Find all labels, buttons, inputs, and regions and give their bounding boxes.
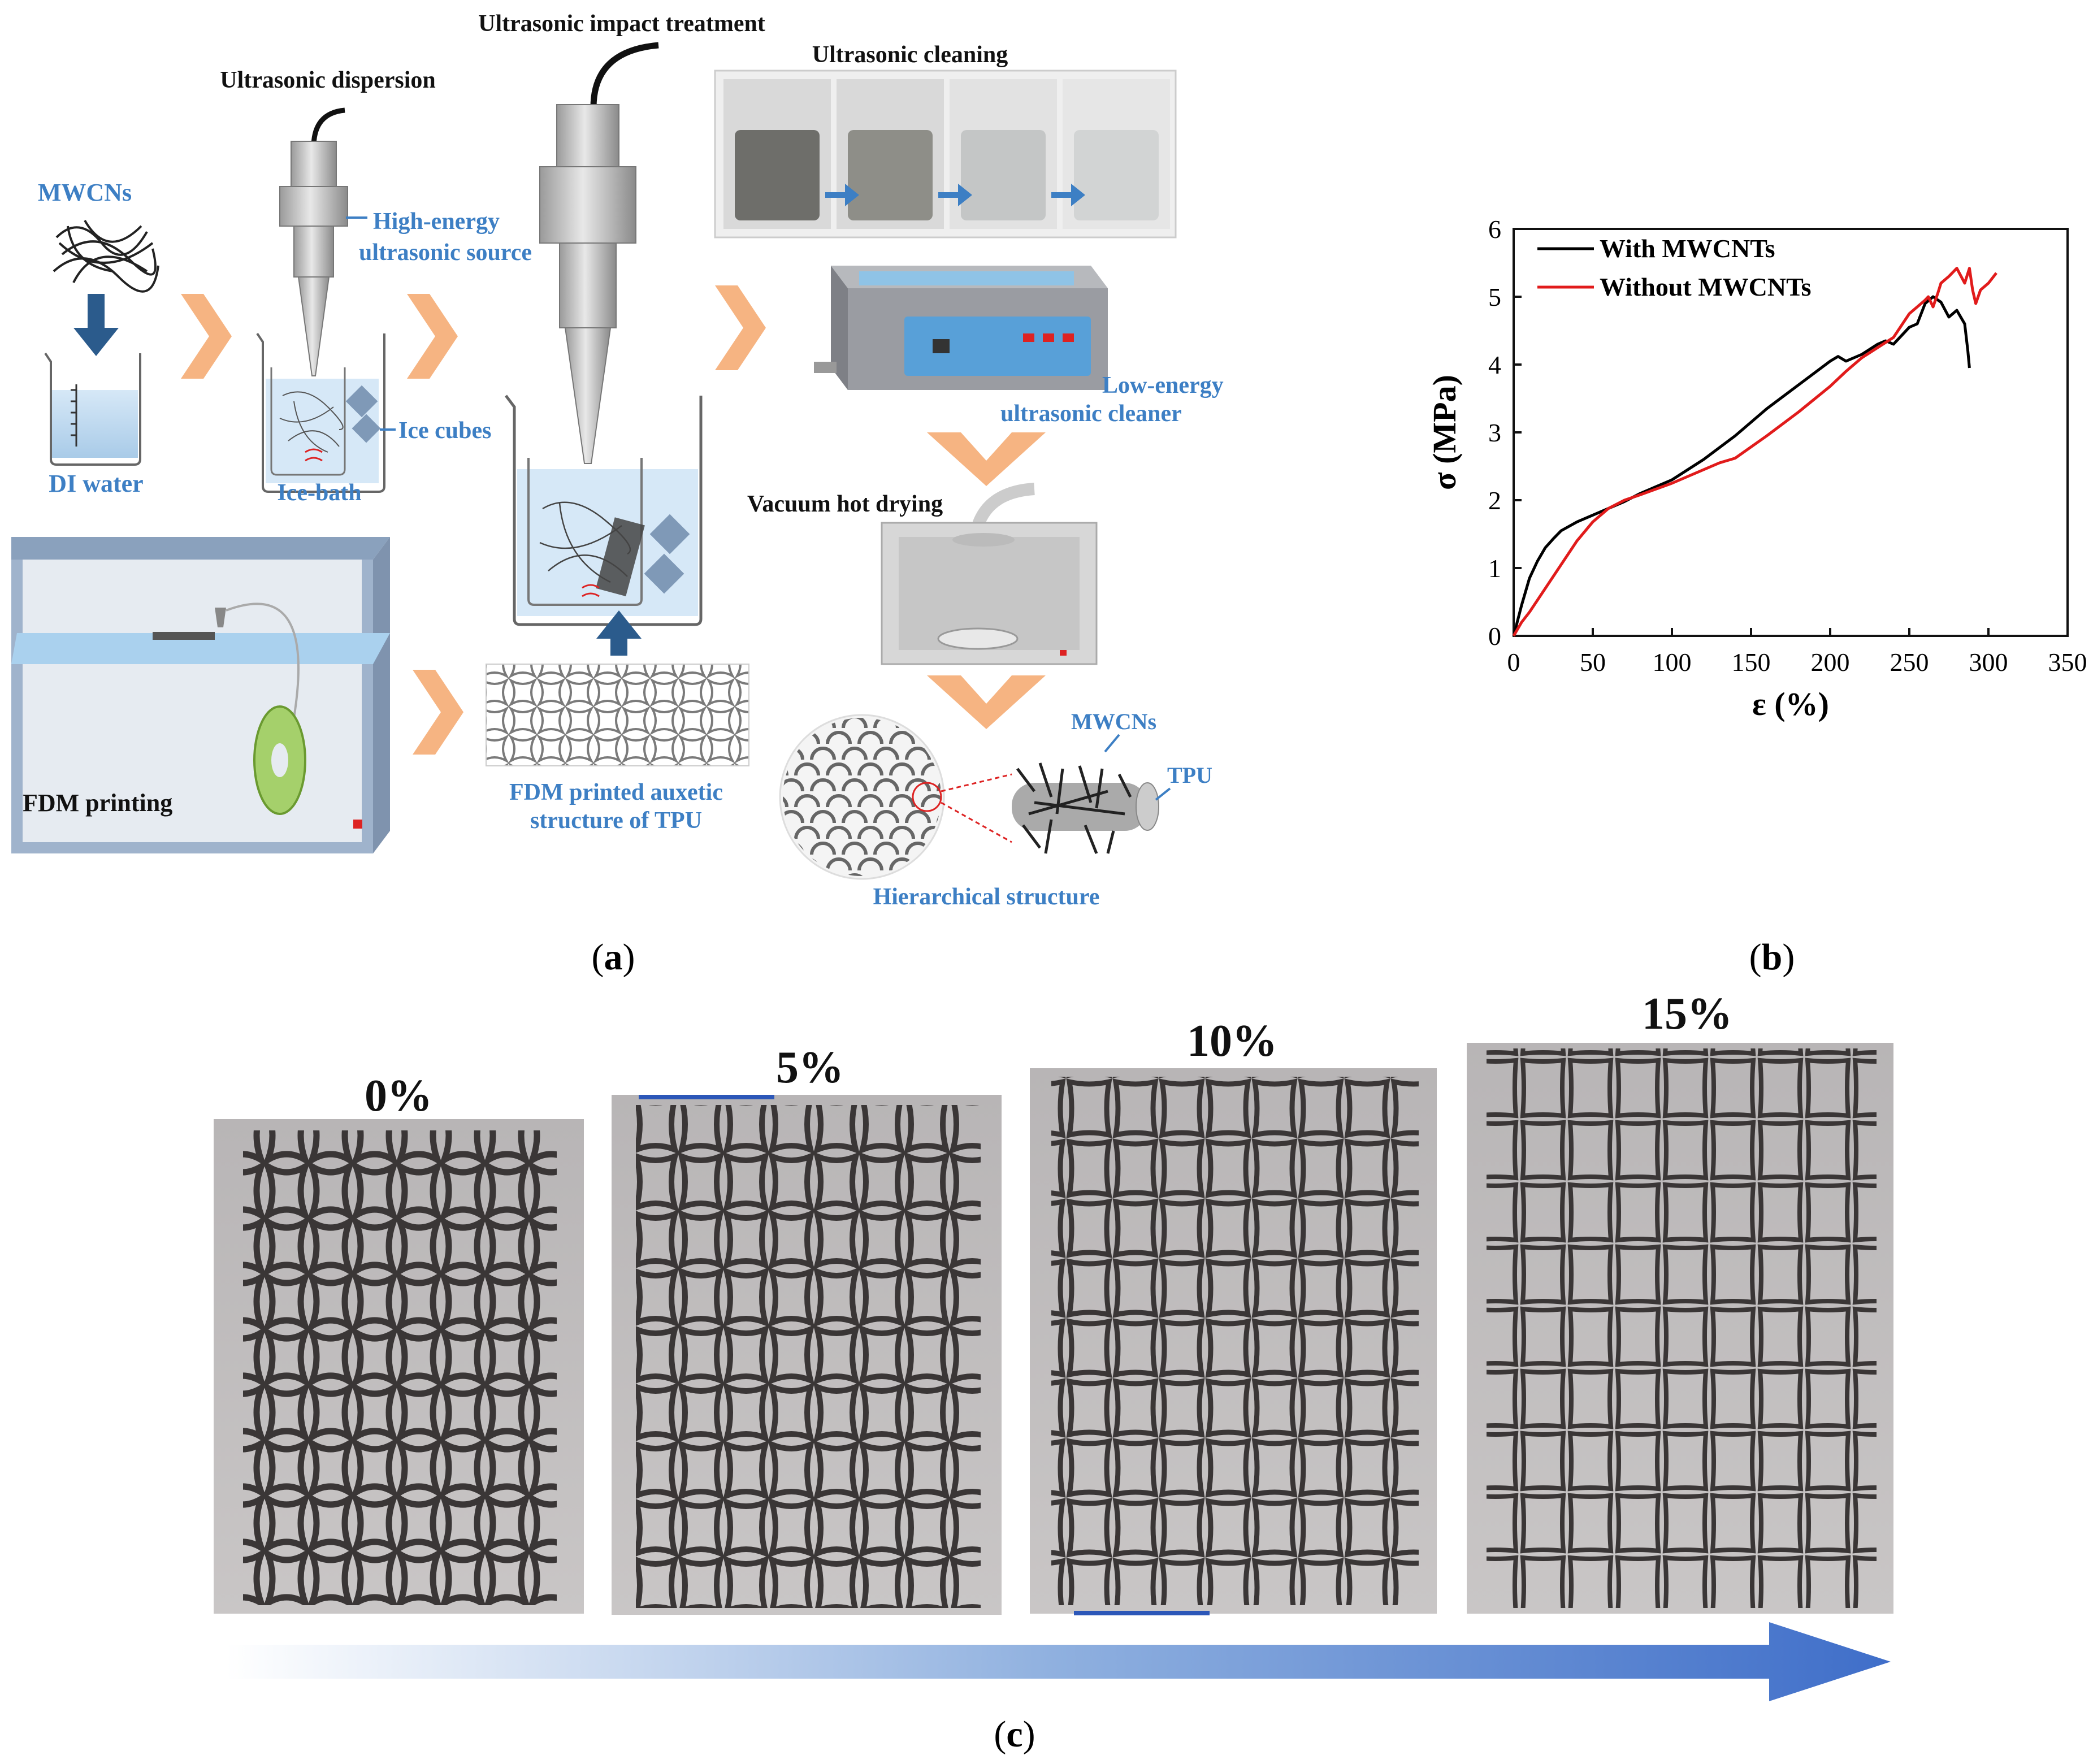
x-tick-label: 300 (1969, 648, 2008, 677)
auxetic-structure (486, 664, 749, 766)
chart-series (1512, 267, 1997, 637)
impact-beaker (505, 395, 703, 626)
mwcns-tangle-icon (53, 220, 159, 293)
series-line-with-mwcnts (1512, 295, 1971, 636)
strain-label-10: 10% (1187, 1016, 1277, 1066)
cable (590, 42, 659, 108)
fdm-printed-label-1: FDM printed auxetic (509, 779, 723, 805)
fdm-printing-label: FDM printing (23, 789, 172, 817)
sample-photo-0 (214, 1119, 584, 1614)
low-energy-label-1: Low-energy (1102, 372, 1224, 398)
pointer-arrow (1104, 734, 1120, 753)
mwcns-small-label: MWCNs (1071, 709, 1156, 734)
vacuum-oven (881, 483, 1098, 665)
ultrasonic-impact-label: Ultrasonic impact treatment (478, 11, 765, 37)
panel-c-label: (c) (994, 1714, 1035, 1755)
y-tick-label: 0 (1488, 622, 1501, 651)
chevron-right-icon (407, 294, 458, 379)
high-energy-horn (279, 141, 348, 376)
cleaning-photos (714, 70, 1177, 239)
x-tick-label: 350 (2048, 648, 2087, 677)
ultrasonic-dispersion-label: Ultrasonic dispersion (220, 67, 436, 93)
up-arrow-icon (596, 610, 642, 656)
down-arrow-icon (73, 294, 119, 356)
chevron-down-icon (927, 675, 1046, 729)
sample-photo-5 (612, 1095, 1002, 1615)
ultrasonic-cleaning-label: Ultrasonic cleaning (812, 42, 1008, 68)
strain-increase-arrow (226, 1622, 1891, 1701)
ice-cubes-label: Ice cubes (398, 418, 491, 444)
x-tick-label: 100 (1653, 648, 1692, 677)
series-line-without-mwcnts (1512, 267, 1997, 637)
chevron-right-icon (715, 285, 766, 370)
high-energy-label-2: ultrasonic source (359, 240, 532, 266)
chart-legend: With MWCNTs Without MWCNTs (1537, 234, 1811, 301)
fdm-printer (11, 537, 390, 853)
chevron-right-icon (413, 670, 463, 755)
y-axis-label: σ (MPa) (1426, 375, 1463, 490)
y-tick-label: 4 (1488, 350, 1501, 379)
x-tick-label: 0 (1507, 648, 1520, 677)
vacuum-drying-label: Vacuum hot drying (747, 491, 943, 517)
cable (311, 107, 345, 148)
ultrasonic-cleaner (814, 266, 1108, 390)
stress-strain-chart: 0 50 100 150 200 250 300 350 0 1 2 3 4 5 6 With MWCNT… (1426, 215, 2087, 978)
x-tick-label: 200 (1811, 648, 1850, 677)
tpu-label: TPU (1167, 762, 1212, 788)
ice-bath-label: Ice-bath (277, 480, 361, 506)
panel-c-photos: 0% 5% 10% 15% (c) (214, 989, 1893, 1755)
y-tick-label: 1 (1488, 554, 1501, 583)
y-axis-ticks: 0 1 2 3 4 5 6 (1488, 215, 1522, 651)
strain-label-15: 15% (1642, 989, 1732, 1039)
x-axis-label: ε (%) (1752, 686, 1829, 722)
panel-a-label: (a) (592, 937, 635, 978)
y-tick-label: 6 (1488, 215, 1501, 244)
sample-photo-10 (1030, 1068, 1437, 1615)
panel-b-label: (b) (1749, 937, 1795, 978)
x-axis-ticks: 0 50 100 150 200 250 300 350 (1507, 628, 2087, 677)
mwcns-label: MWCNs (38, 179, 132, 206)
low-energy-label-2: ultrasonic cleaner (1000, 401, 1182, 427)
hierarchical-structure (779, 714, 1159, 880)
legend-label-without: Without MWCNTs (1600, 272, 1811, 301)
y-tick-label: 2 (1488, 486, 1501, 515)
di-water-label: DI water (49, 470, 143, 497)
pointer-arrow (1155, 787, 1171, 801)
x-tick-label: 250 (1890, 648, 1929, 677)
impact-horn (539, 104, 636, 464)
hierarchical-label: Hierarchical structure (873, 884, 1100, 910)
sample-photo-15 (1467, 1043, 1893, 1614)
strain-label-0: 0% (365, 1071, 432, 1121)
x-tick-label: 150 (1732, 648, 1771, 677)
high-energy-label-1: High-energy (373, 209, 500, 235)
y-tick-label: 3 (1488, 418, 1501, 447)
legend-label-with: With MWCNTs (1600, 234, 1775, 263)
chevron-down-icon (927, 432, 1046, 486)
strain-label-5: 5% (776, 1043, 844, 1093)
di-water-beaker (44, 352, 141, 466)
panel-a-schematic: MWCNs DI water Ultrasonic dispersion (11, 11, 1224, 978)
fdm-printed-label-2: structure of TPU (530, 808, 702, 834)
chevron-right-icon (181, 294, 232, 379)
y-tick-label: 5 (1488, 283, 1501, 311)
x-tick-label: 50 (1580, 648, 1606, 677)
ice-bath-beaker (256, 332, 385, 493)
